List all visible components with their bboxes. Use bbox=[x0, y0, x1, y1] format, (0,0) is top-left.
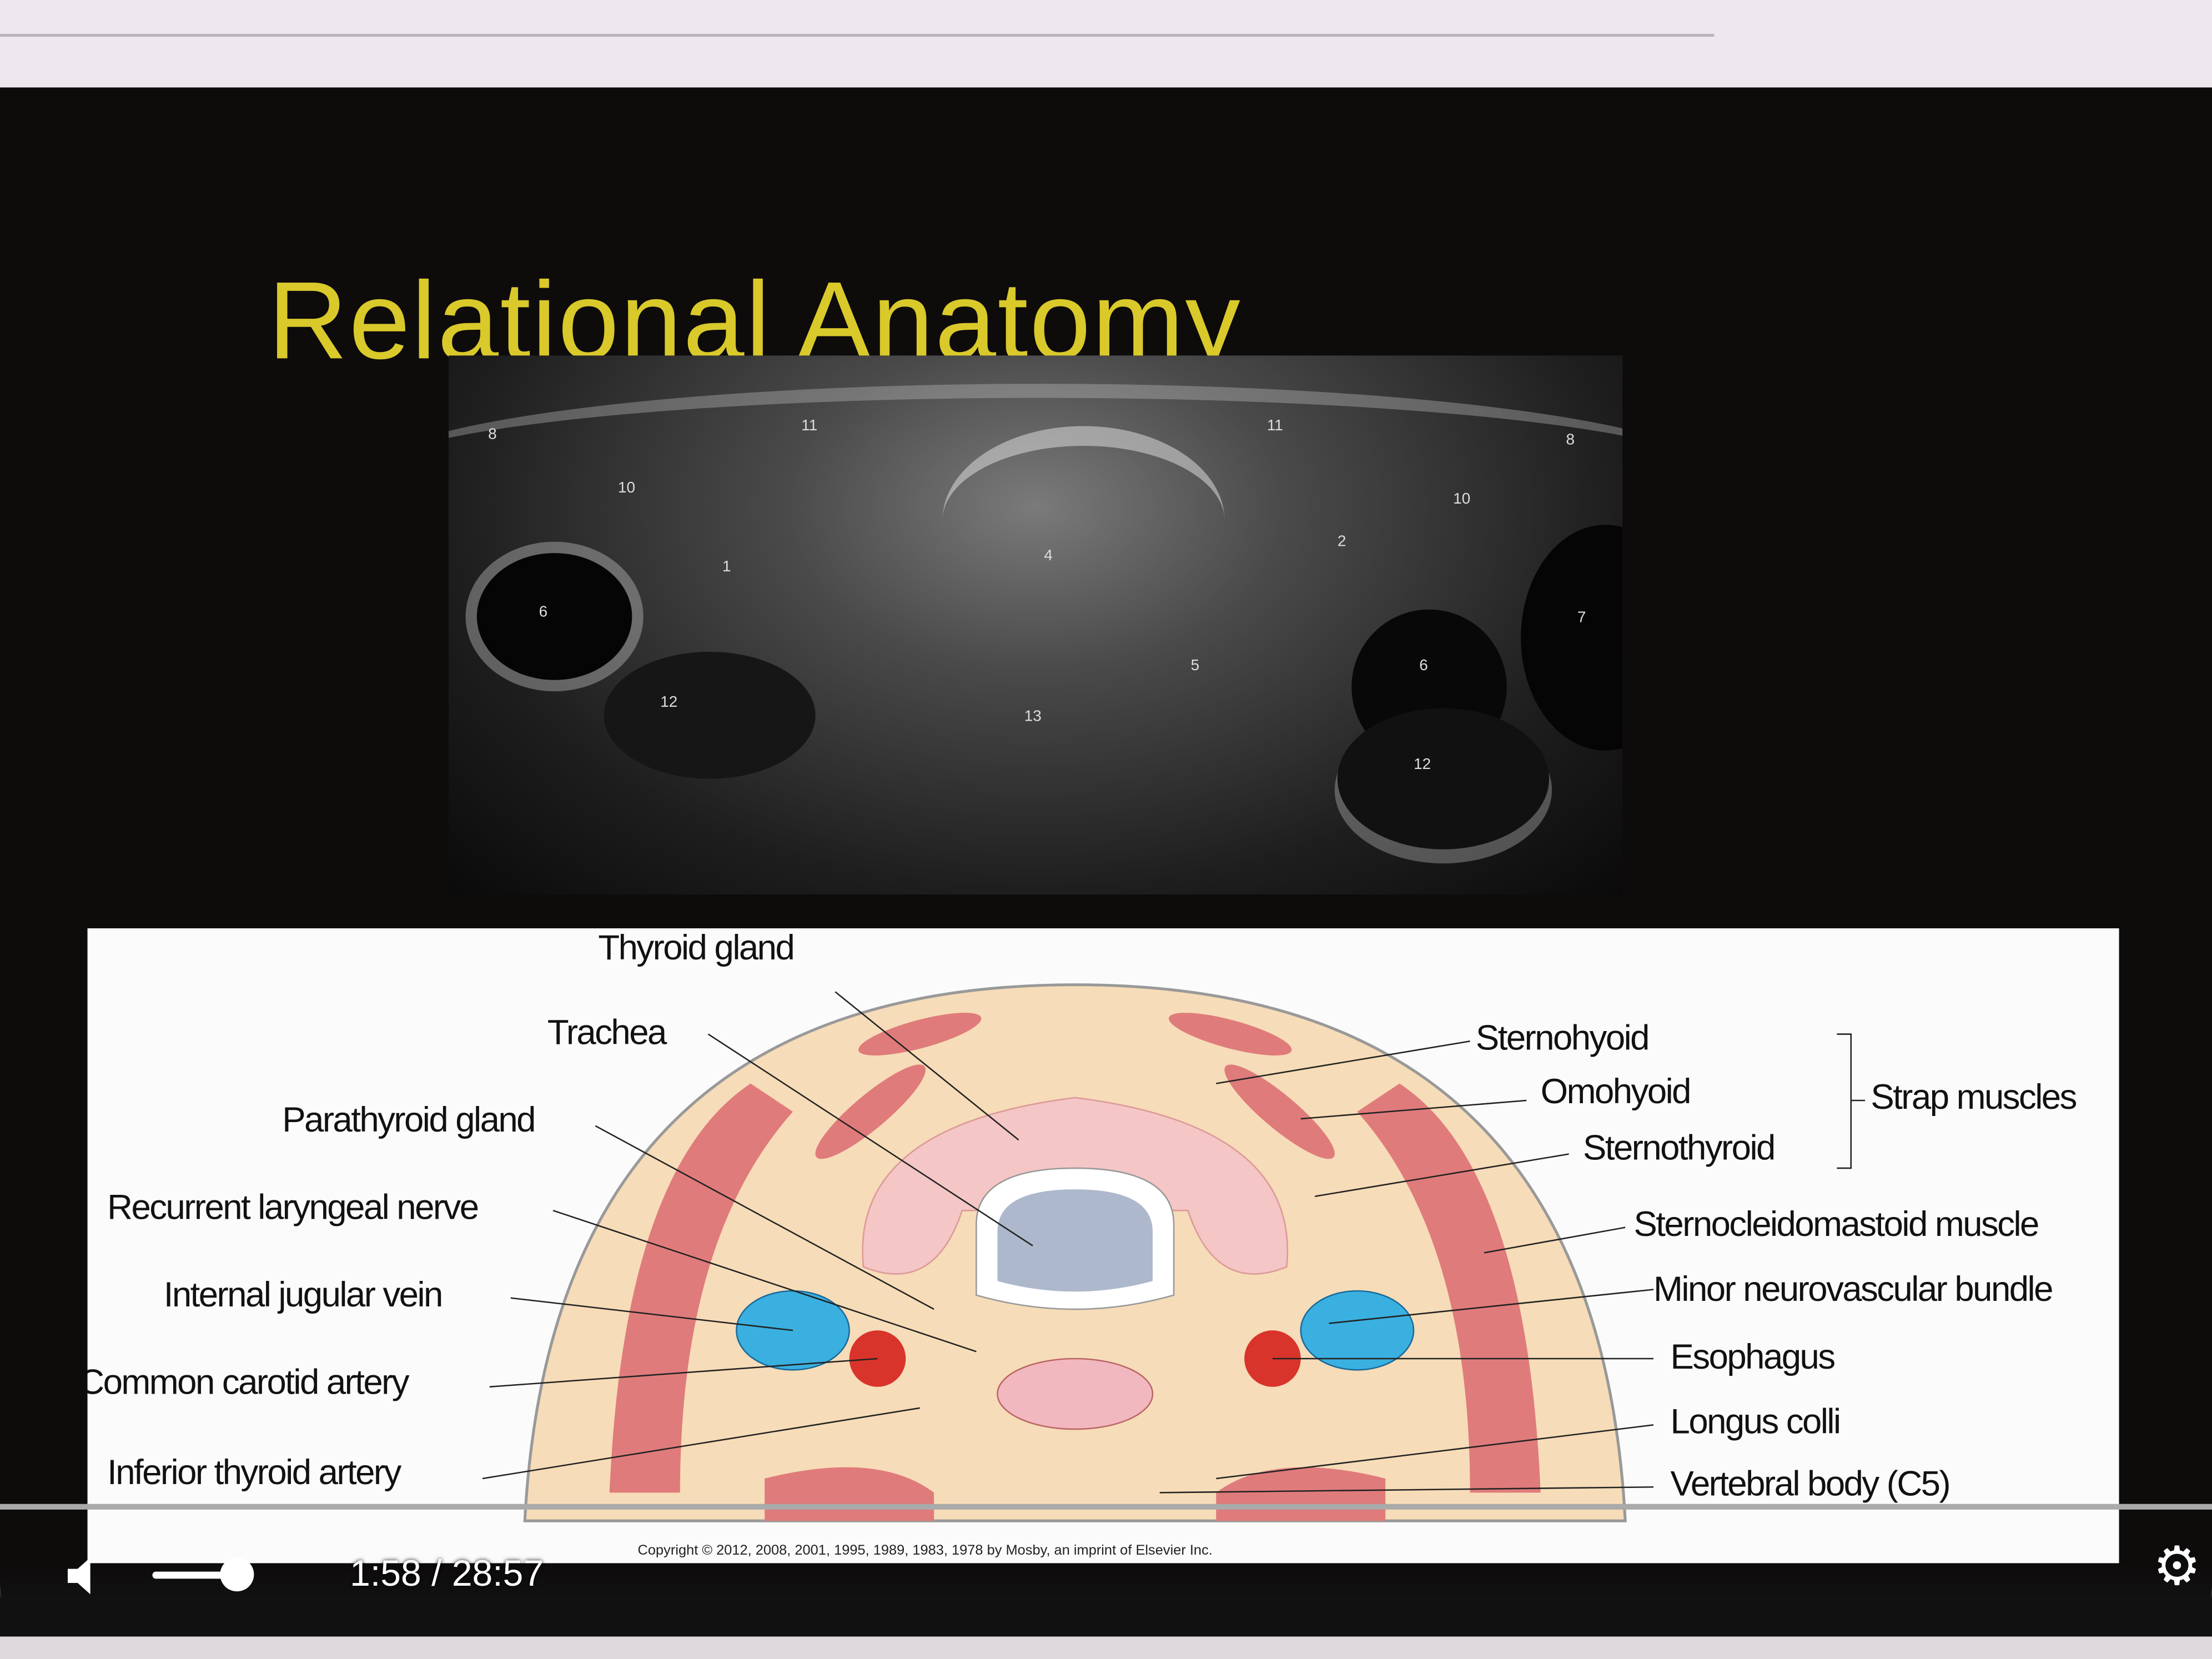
browser-header bbox=[0, 0, 2212, 91]
anatomy-diagram: Thyroid gland Trachea Parathyroid gland … bbox=[87, 928, 2119, 1564]
us-label: 13 bbox=[1024, 708, 1042, 726]
us-label: 8 bbox=[488, 426, 497, 443]
label-strap-muscles: Strap muscles bbox=[1871, 1078, 2077, 1118]
label-esophagus: Esophagus bbox=[1670, 1337, 1836, 1378]
label-recurrent-laryngeal-nerve: Recurrent laryngeal nerve bbox=[107, 1188, 479, 1228]
us-label: 12 bbox=[660, 694, 678, 711]
progress-bar[interactable] bbox=[0, 1504, 2212, 1510]
us-label: 4 bbox=[1044, 547, 1053, 565]
volume-handle[interactable] bbox=[220, 1557, 254, 1592]
us-label: 7 bbox=[1577, 609, 1586, 627]
volume-icon[interactable] bbox=[62, 1552, 110, 1600]
label-common-carotid-artery: Common carotid artery bbox=[87, 1363, 410, 1402]
us-label: 11 bbox=[1266, 418, 1283, 435]
us-label: 11 bbox=[801, 418, 818, 435]
label-omohyoid: Omohyoid bbox=[1540, 1072, 1692, 1112]
us-label: 1 bbox=[722, 559, 731, 576]
player-controls bbox=[0, 1504, 2212, 1640]
us-label: 10 bbox=[617, 479, 636, 497]
us-label: 8 bbox=[1566, 431, 1575, 449]
label-sternocleidomastoid: Sternocleidomastoid muscle bbox=[1633, 1205, 2039, 1245]
label-parathyroid-gland: Parathyroid gland bbox=[282, 1100, 536, 1140]
label-inferior-thyroid-artery: Inferior thyroid artery bbox=[107, 1453, 401, 1493]
label-minor-neurovascular-bundle: Minor neurovascular bundle bbox=[1653, 1269, 2053, 1310]
us-label: 10 bbox=[1453, 491, 1471, 508]
label-sternohyoid: Sternohyoid bbox=[1475, 1018, 1650, 1058]
label-vertebral-body: Vertebral body (C5) bbox=[1670, 1464, 1951, 1504]
us-label: 5 bbox=[1190, 657, 1200, 675]
copyright-text: Copyright © 2012, 2008, 2001, 1995, 1989… bbox=[637, 1543, 1213, 1559]
neck-cross-section bbox=[482, 983, 1866, 1522]
label-trachea: Trachea bbox=[547, 1013, 667, 1053]
us-label: 2 bbox=[1337, 533, 1346, 550]
us-label: 12 bbox=[1414, 756, 1431, 773]
settings-gear-icon[interactable]: ⚙ bbox=[2153, 1537, 2201, 1597]
label-thyroid-gland: Thyroid gland bbox=[598, 928, 795, 968]
browser-divider bbox=[0, 33, 1715, 37]
label-longus-colli: Longus colli bbox=[1670, 1402, 1842, 1442]
label-sternothyroid: Sternothyroid bbox=[1583, 1128, 1776, 1168]
screen-bezel bbox=[0, 1636, 2212, 1659]
ultrasound-image: 8 11 11 8 10 10 1 4 2 6 7 5 6 12 13 12 bbox=[449, 355, 1623, 894]
us-label: 6 bbox=[539, 604, 548, 621]
us-label: 6 bbox=[1419, 657, 1428, 675]
time-display: 1:58 / 28:57 bbox=[350, 1552, 544, 1595]
label-internal-jugular-vein: Internal jugular vein bbox=[163, 1275, 444, 1315]
